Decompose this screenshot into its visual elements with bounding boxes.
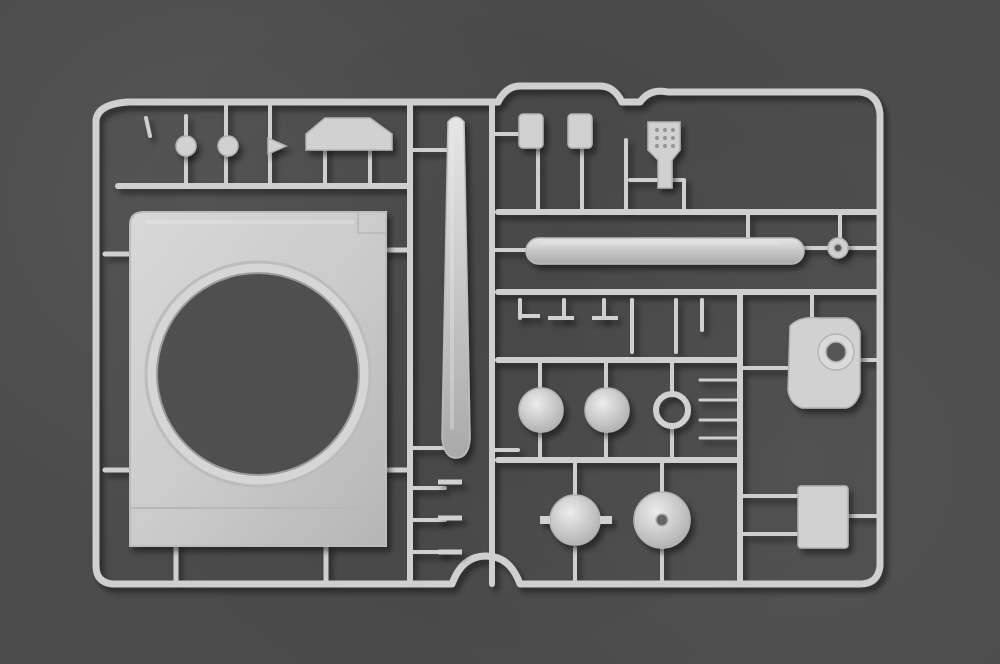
small-parts bbox=[175, 113, 861, 555]
vent-holes bbox=[655, 128, 675, 148]
gun-barrel-part bbox=[441, 116, 805, 459]
highlights bbox=[145, 130, 780, 430]
turret-plate-part bbox=[129, 211, 387, 547]
